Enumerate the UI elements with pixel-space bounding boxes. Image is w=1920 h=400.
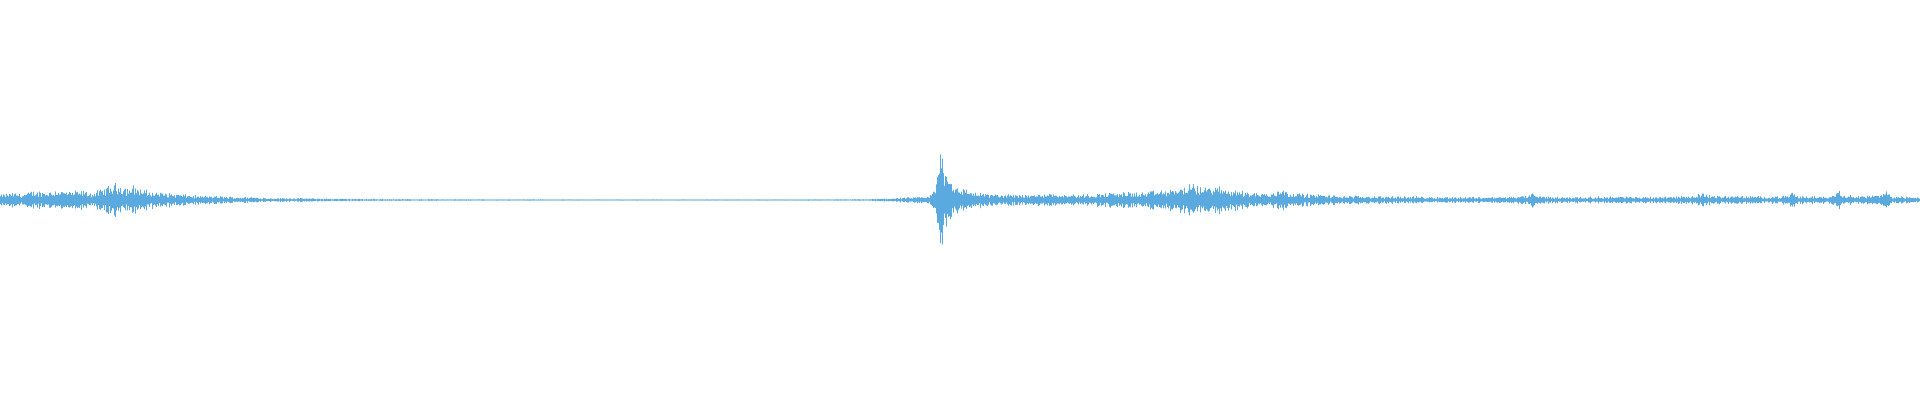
waveform-bars: [0, 154, 1920, 245]
